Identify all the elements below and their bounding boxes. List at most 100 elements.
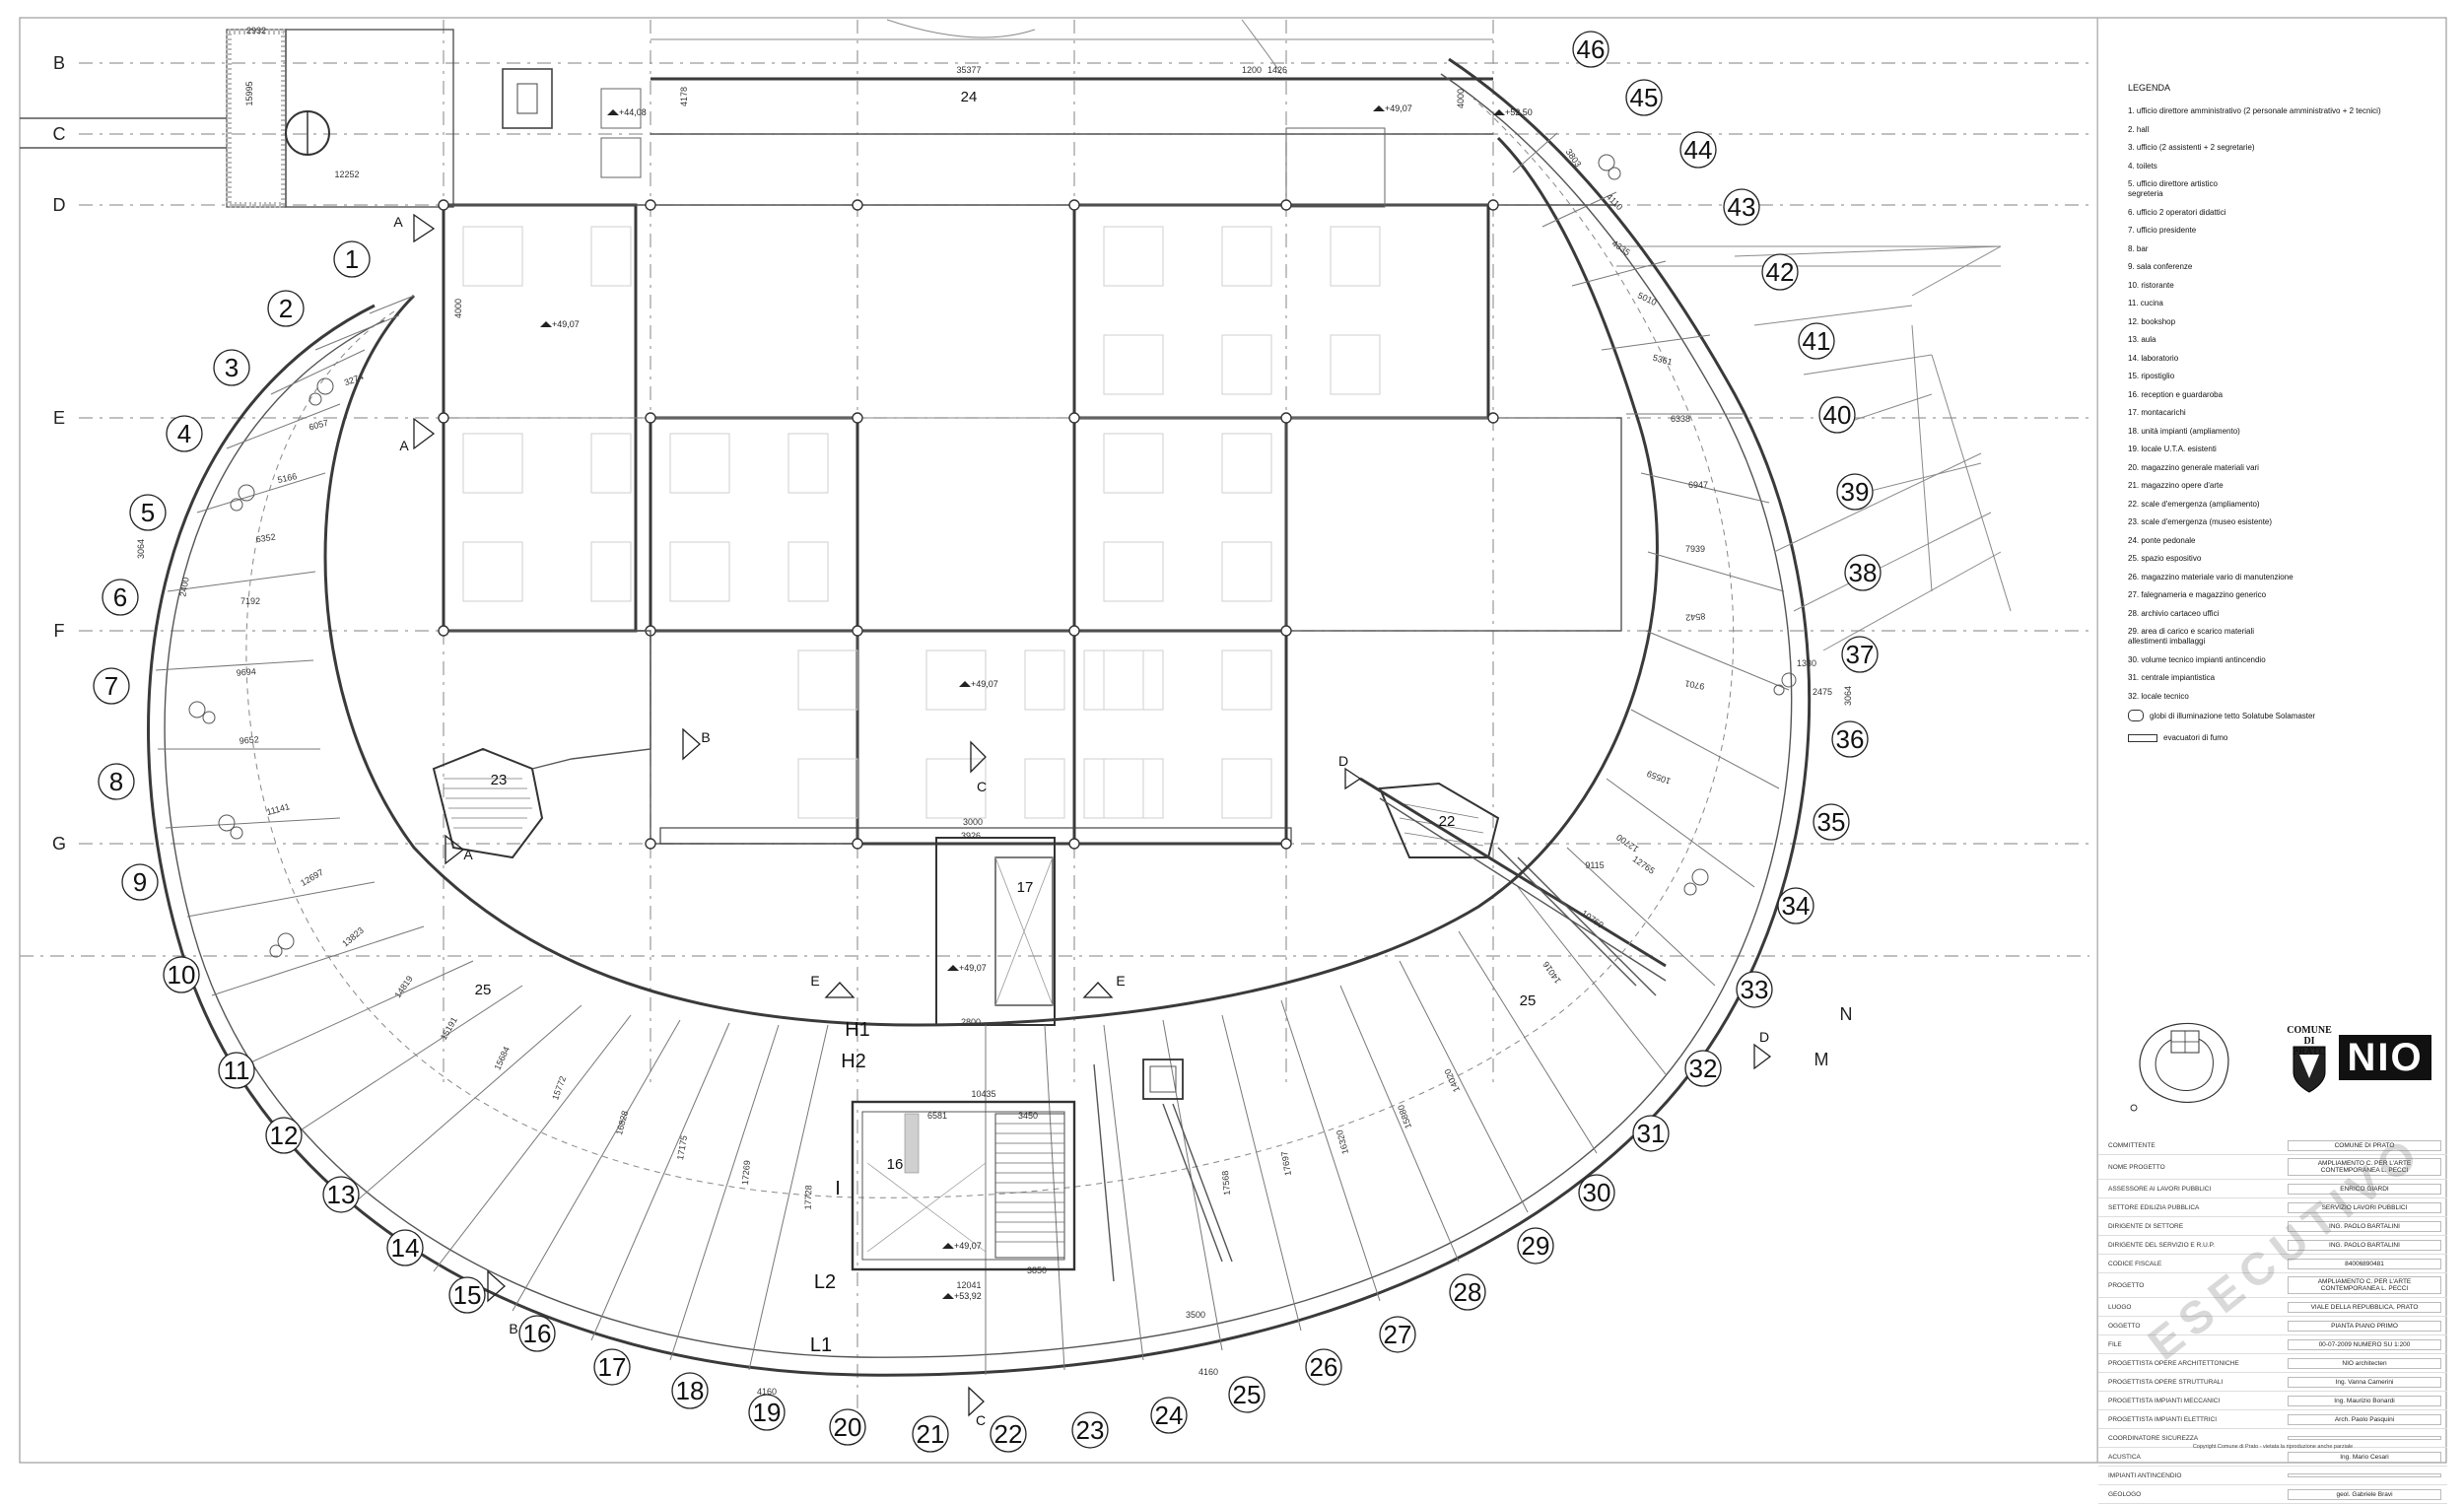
bubble-10: 10 <box>168 960 196 990</box>
bubble-8: 8 <box>109 767 123 796</box>
grid-letter-b: B <box>53 53 65 73</box>
bubble-15: 15 <box>453 1280 482 1310</box>
legend-item: 12. bookshop <box>2128 316 2176 326</box>
info-key: GEOLOGO <box>2108 1490 2142 1498</box>
legend-item: 28. archivio cartaceo uffici <box>2128 608 2220 618</box>
mark-l1: L1 <box>810 1334 832 1356</box>
section-mark-c-2: C <box>976 1412 986 1428</box>
info-row: COORDINATORE SICUREZZA <box>2098 1429 2447 1448</box>
mark-h2: H2 <box>841 1051 866 1072</box>
info-key: CODICE FISCALE <box>2108 1260 2162 1267</box>
bubble-2: 2 <box>279 294 293 323</box>
dim-16828: 16828 <box>614 1110 630 1136</box>
info-key: PROGETTISTA IMPIANTI MECCANICI <box>2108 1397 2221 1404</box>
info-value: VIALE DELLA REPUBBLICA, PRATO <box>2288 1301 2441 1313</box>
dim-2800: 2800 <box>961 1017 981 1027</box>
bubble-36: 36 <box>1836 724 1865 754</box>
grid-letter-d: D <box>53 195 66 215</box>
mark-h1: H1 <box>845 1019 870 1041</box>
logo-area: COMUNE DI PRATO NIO <box>2120 995 2435 1143</box>
legend-item: 25. spazio espositivo <box>2128 554 2202 563</box>
info-row: GEOLOGO geol. Gabriele Bravi <box>2098 1485 2447 1504</box>
legend-item: 15. ripostiglio <box>2128 372 2175 380</box>
legend-item: 20. magazzino generale materiali vari <box>2128 462 2259 472</box>
info-key: NOME PROGETTO <box>2108 1163 2165 1171</box>
legend-item: 17. montacarichi <box>2128 408 2186 417</box>
legend-item: 29. area di carico e scarico materiali a… <box>2128 627 2255 646</box>
info-value <box>2288 1436 2441 1440</box>
dim-14016: 14016 <box>1540 960 1563 986</box>
room-label-24: 24 <box>961 89 978 105</box>
info-value: 84006890481 <box>2288 1258 2441 1269</box>
dim-6581: 6581 <box>927 1111 947 1121</box>
dim-14020: 14020 <box>1442 1067 1462 1094</box>
room-label-17: 17 <box>1017 879 1034 896</box>
elevation-1: +49,07 <box>552 319 580 329</box>
bubble-9: 9 <box>133 867 147 897</box>
info-key: SETTORE EDILIZIA PUBBLICA <box>2108 1203 2200 1211</box>
section-mark-d-2: D <box>1759 1029 1769 1045</box>
nio-brand-logo: NIO <box>2339 1035 2431 1080</box>
info-row: IMPIANTI ANTINCENDIO <box>2098 1467 2447 1485</box>
section-mark-b-1: B <box>701 729 710 745</box>
bubble-18: 18 <box>676 1376 705 1405</box>
drawing-frame <box>19 17 2447 1464</box>
legend-item: 30. volume tecnico impianti antincendio <box>2128 654 2266 664</box>
legend-item: 6. ufficio 2 operatori didattici <box>2128 207 2226 217</box>
info-key: ASSESSORE AI LAVORI PUBBLICI <box>2108 1185 2212 1193</box>
elevation-7: +52,50 <box>1505 107 1533 117</box>
elevation-4: +49,07 <box>959 963 987 973</box>
info-key: PROGETTISTA OPERE ARCHITETTONICHE <box>2108 1359 2239 1367</box>
section-mark-a-1: A <box>393 214 403 230</box>
info-key: PROGETTO <box>2108 1281 2145 1289</box>
section-mark-b-2: B <box>509 1321 517 1336</box>
section-mark-c-1: C <box>977 779 987 794</box>
room-label-25-right: 25 <box>1520 992 1537 1009</box>
legend: LEGENDA 1. ufficio direttore amministrat… <box>2128 83 2433 754</box>
info-key: COORDINATORE SICUREZZA <box>2108 1434 2199 1442</box>
grid-letter-m: M <box>1814 1050 1829 1069</box>
copyright-note: Copyright Comune di Prato - vietata la r… <box>2192 1444 2354 1450</box>
grid-letter-g: G <box>52 834 66 854</box>
dim-3274: 3274 <box>343 372 365 387</box>
legend-item: 4. toilets <box>2128 161 2157 171</box>
info-value: PIANTA PIANO PRIMO <box>2288 1320 2441 1332</box>
dim-12700: 12700 <box>1614 832 1640 855</box>
legend-items: 1. ufficio direttore amministrativo (2 p… <box>2128 106 2433 702</box>
bubble-20: 20 <box>834 1412 862 1442</box>
grid-letter-c: C <box>53 124 66 144</box>
dim-4160-a: 4160 <box>757 1387 777 1397</box>
info-value: Ing. Maurizio Bonardi <box>2288 1395 2441 1406</box>
info-value: ING. PAOLO BARTALINI <box>2288 1220 2441 1232</box>
dim-9701: 9701 <box>1684 678 1705 691</box>
elevation-5: +49,07 <box>954 1241 982 1251</box>
info-value: AMPLIAMENTO C. PER L'ARTE CONTEMPORANEA … <box>2288 1158 2441 1176</box>
info-value <box>2288 1473 2441 1477</box>
legend-title: LEGENDA <box>2128 83 2171 93</box>
info-key: DIRIGENTE DI SETTORE <box>2108 1222 2184 1230</box>
info-value: geol. Gabriele Bravi <box>2288 1488 2441 1500</box>
dim-10559: 10559 <box>1646 769 1673 786</box>
legend-symbol-smoke: evacuatori di fumo <box>2128 733 2433 742</box>
mark-l2: L2 <box>814 1271 836 1293</box>
bubble-31: 31 <box>1637 1119 1666 1148</box>
grid-letter-f: F <box>54 621 65 641</box>
dim-2932: 2932 <box>246 26 266 35</box>
dim-1330: 1330 <box>1797 658 1816 668</box>
dim-6352: 6352 <box>255 532 276 545</box>
inner-facade <box>323 136 1659 1027</box>
dim-17269: 17269 <box>740 1160 752 1186</box>
bubble-12: 12 <box>270 1121 299 1150</box>
bubble-44: 44 <box>1684 135 1713 165</box>
bubble-6: 6 <box>113 582 127 612</box>
section-mark-d-1: D <box>1338 753 1348 769</box>
grid-letter-e: E <box>53 408 65 428</box>
legend-item: 7. ufficio presidente <box>2128 226 2197 235</box>
bubble-38: 38 <box>1849 558 1878 587</box>
